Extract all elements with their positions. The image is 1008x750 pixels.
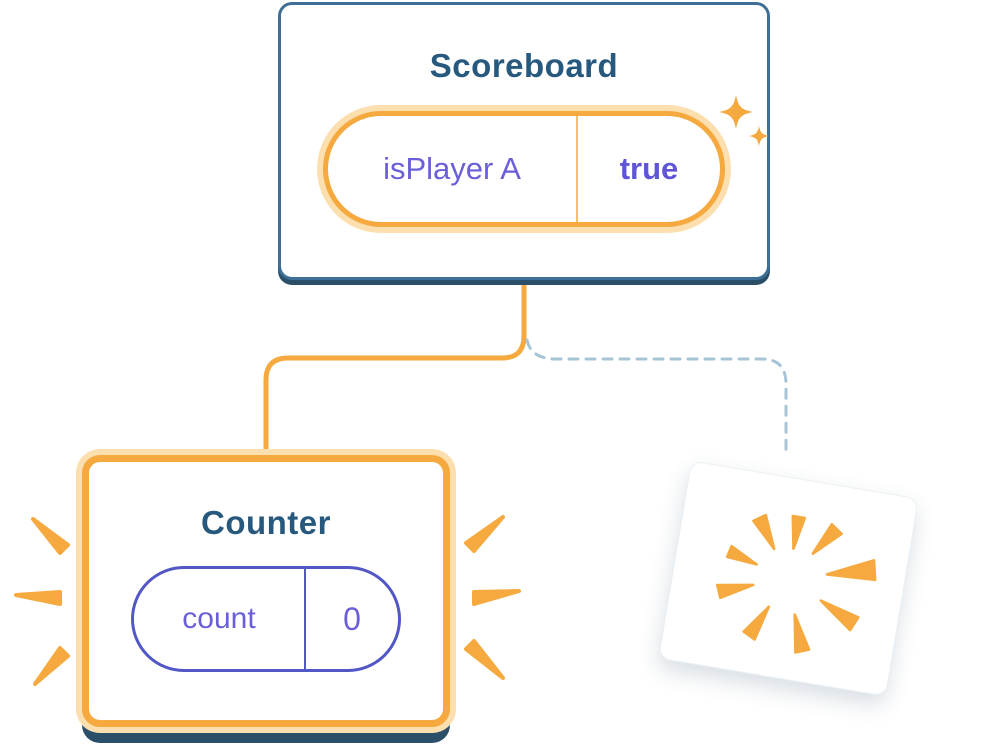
scoreboard-state-key: isPlayer A xyxy=(383,151,521,186)
solid-connector-line xyxy=(263,283,527,465)
counter-state-value: 0 xyxy=(343,600,361,637)
scoreboard-title: Scoreboard xyxy=(429,47,619,84)
counter-state-key: count xyxy=(182,602,256,635)
emphasis-burst-right-icon xyxy=(464,515,521,680)
scoreboard-state-value: true xyxy=(619,151,679,186)
scoreboard-state-pill: isPlayer A true xyxy=(323,111,725,227)
emphasis-burst-left-icon xyxy=(14,517,70,686)
dashed-connector-line xyxy=(525,338,788,454)
sparkle-icon xyxy=(719,95,769,146)
counter-card: Counter count 0 xyxy=(82,455,450,727)
scoreboard-card: Scoreboard isPlayer A true xyxy=(278,2,770,280)
counter-title: Counter xyxy=(201,504,331,541)
pill-divider xyxy=(576,116,578,222)
pill-divider xyxy=(304,569,306,669)
counter-state-pill: count 0 xyxy=(131,566,401,672)
poof-burst-icon xyxy=(715,513,877,654)
removed-component-card xyxy=(657,460,920,697)
